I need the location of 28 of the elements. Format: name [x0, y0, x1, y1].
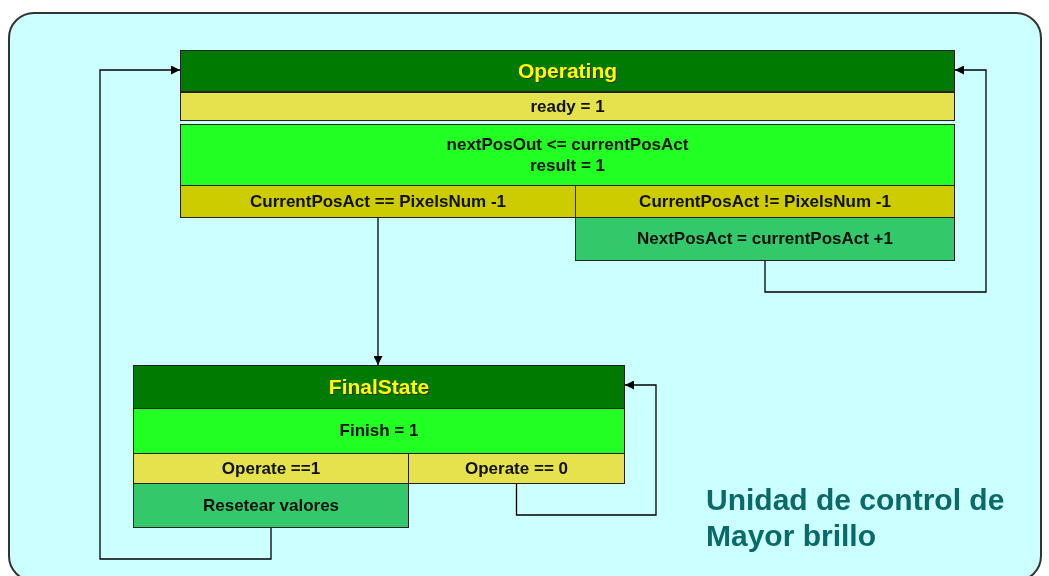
- arrow: [99, 65, 272, 560]
- state-name: Operating: [517, 57, 618, 84]
- action-box: [133, 408, 625, 454]
- action-box: [133, 483, 409, 528]
- state-header: [180, 50, 955, 92]
- condition-box: [133, 453, 409, 484]
- statement-text: ready = 1: [530, 95, 605, 118]
- condition-text: CurrentPosAct != PixelsNum -1: [639, 190, 891, 213]
- state-header: [133, 365, 625, 409]
- condition-box: [408, 453, 625, 484]
- condition-box: [180, 185, 576, 218]
- statement-text: Resetear valores: [202, 494, 340, 517]
- action-box: [180, 124, 955, 186]
- arrow: [515, 380, 657, 516]
- statement-text: result = 1: [529, 155, 606, 177]
- statement-text: nextPosOut <= currentPosAct: [446, 133, 689, 155]
- arrow: [764, 65, 987, 293]
- action-box: [575, 217, 955, 261]
- arrow: [373, 217, 383, 366]
- statement-text: Finish = 1: [339, 420, 419, 442]
- caption-text: Unidad de control de Mayor brillo: [706, 482, 1006, 554]
- condition-text: Operate == 0: [465, 457, 568, 480]
- state-name: FinalState: [328, 373, 430, 400]
- statement-text: NextPosAct = currentPosAct +1: [636, 228, 893, 250]
- output-row: [180, 92, 955, 121]
- condition-text: CurrentPosAct == PixelsNum -1: [250, 190, 506, 213]
- condition-text: Operate ==1: [221, 457, 321, 480]
- condition-box: [575, 185, 955, 218]
